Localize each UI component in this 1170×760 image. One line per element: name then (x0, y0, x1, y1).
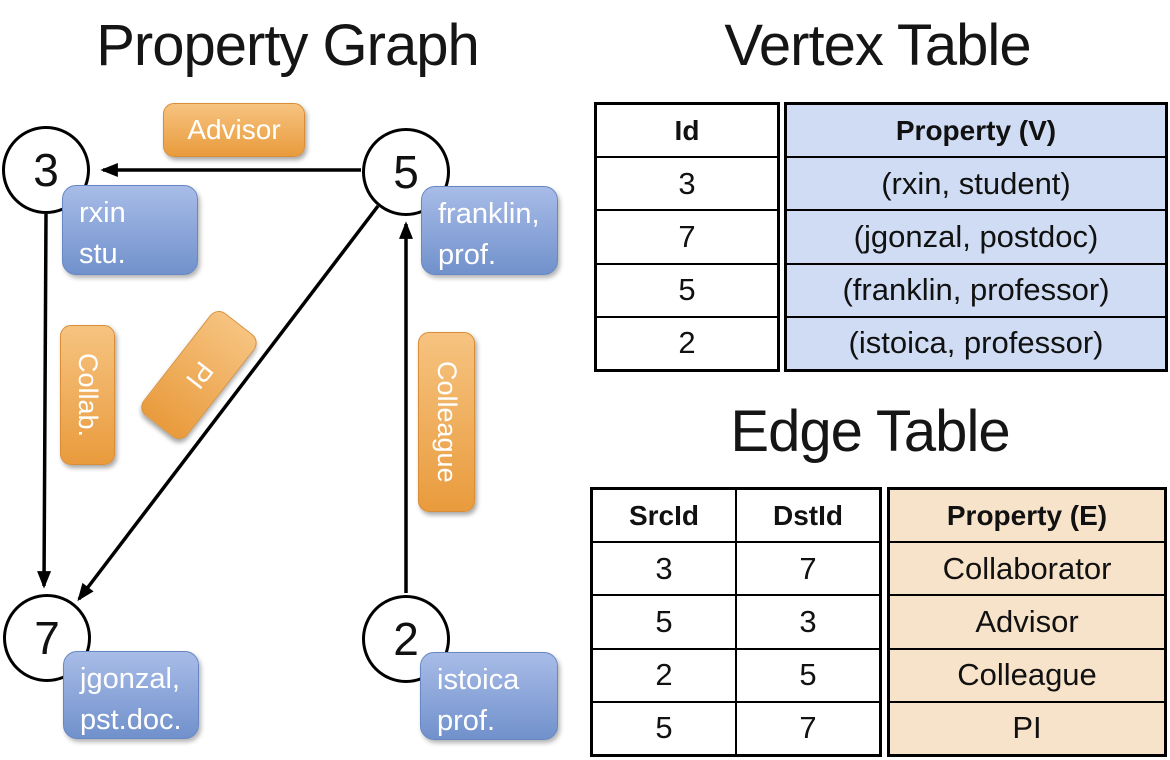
vertex-table-cell: (istoica, professor) (787, 315, 1165, 369)
edge-table-dstid-column: DstId 7 3 5 7 (735, 490, 879, 754)
vertex-callout-line: prof. (438, 239, 497, 272)
edge-table-cell: 3 (737, 594, 879, 647)
edge-table-cell: 7 (737, 700, 879, 754)
edge-table-cell: PI (890, 700, 1164, 754)
edge-table-cell: Colleague (890, 647, 1164, 701)
edge-table-id-columns: SrcId 3 5 2 5 DstId 7 3 5 7 (590, 487, 882, 757)
vertex-table-cell: 5 (597, 262, 777, 316)
edge-table-cell: Collaborator (890, 541, 1164, 594)
edge-table-header-property: Property (E) (946, 499, 1108, 531)
vertex-table-cell: 7 (597, 209, 777, 262)
edge-table-cell: 2 (593, 647, 735, 701)
vertex-callout-line: franklin, (438, 198, 540, 230)
vertex-callout-franklin: franklin, prof. (421, 186, 558, 275)
edge-label-collab: Collab. (60, 325, 115, 465)
edge-table-property-column: Property (E) Collaborator Advisor Collea… (887, 487, 1167, 757)
edge-table-cell: Advisor (890, 594, 1164, 647)
property-graph-title: Property Graph (96, 13, 480, 78)
graph-edges (37, 163, 413, 602)
edge-5-to-7 (77, 204, 380, 602)
edge-table-cell: 3 (593, 541, 735, 594)
edge-table-cell: 5 (593, 700, 735, 754)
edge-label-colleague: Colleague (418, 332, 475, 512)
vertex-table-cell: (rxin, student) (787, 156, 1165, 209)
vertex-callout-rxin: rxin stu. (62, 185, 198, 275)
edge-table-header-srcid: SrcId (628, 499, 700, 531)
edge-table-title: Edge Table (730, 399, 1010, 464)
vertex-table-property-column: Property (V) (rxin, student) (jgonzal, p… (784, 102, 1168, 372)
vertex-callout-line: rxin (79, 197, 126, 229)
vertex-table-header-id: Id (674, 114, 700, 146)
vertex-table-cell: 3 (597, 156, 777, 209)
vertex-table-cell: (franklin, professor) (787, 262, 1165, 316)
edge-3-to-7 (37, 213, 52, 589)
vertex-table-id-column: Id 3 7 5 2 (594, 102, 780, 372)
vertex-callout-line: pst.doc. (80, 704, 182, 737)
vertex-callout-jgonzal: jgonzal, pst.doc. (63, 651, 199, 739)
vertex-table-header-property: Property (V) (895, 114, 1057, 146)
vertex-table-cell: (jgonzal, postdoc) (787, 209, 1165, 262)
graph-node-3: 3 (2, 126, 90, 214)
vertex-table-cell: 2 (597, 315, 777, 369)
vertex-callout-line: jgonzal, (80, 663, 180, 695)
edge-table-header-dstid: DstId (773, 499, 843, 531)
edge-table-cell: 5 (593, 594, 735, 647)
vertex-callout-line: stu. (79, 238, 126, 271)
vertex-callout-line: istoica (437, 664, 520, 696)
vertex-callout-istoica: istoica prof. (420, 652, 558, 740)
edge-table-cell: 5 (737, 647, 879, 701)
edge-label-advisor: Advisor (163, 103, 305, 157)
vertex-table-title: Vertex Table (724, 13, 1031, 78)
vertex-callout-line: prof. (437, 705, 496, 738)
edge-table-srcid-column: SrcId 3 5 2 5 (593, 490, 735, 754)
edge-table-cell: 7 (737, 541, 879, 594)
